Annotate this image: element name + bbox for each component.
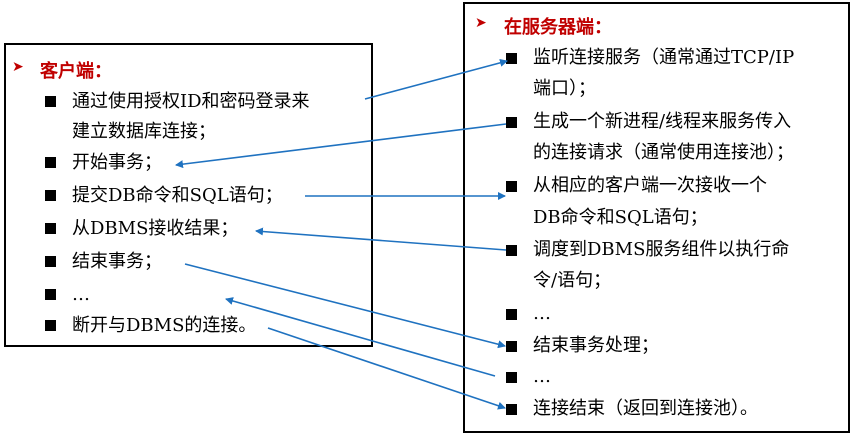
client-item: … [72, 284, 90, 305]
server-item: 的连接请求（通常使用连接池）； [533, 142, 794, 163]
bullet-icon [506, 372, 517, 383]
client-item: 建立数据库连接； [72, 121, 216, 142]
bullet-icon [45, 289, 56, 300]
bullet-icon [506, 117, 517, 128]
bullet-icon [506, 341, 517, 352]
server-item: 连接结束（返回到连接池）。 [533, 398, 758, 419]
bullet-icon [506, 404, 517, 415]
server-item: 结束事务处理； [533, 335, 659, 356]
server-item: DB命令和SQL语句； [533, 207, 708, 228]
arrow-spawn-to-begin [175, 123, 507, 169]
arrow-ellipsis [225, 297, 496, 377]
server-item: … [533, 366, 551, 387]
arrow-bullet-icon: ➤ [475, 15, 487, 31]
client-title: 客户端： [40, 61, 112, 82]
client-item: 结束事务； [72, 251, 162, 272]
arrow-bullet-icon: ➤ [12, 59, 24, 75]
server-item: 监听连接服务（通常通过TCP/IP [533, 47, 795, 68]
arrow-connect-to-listen [364, 58, 508, 100]
server-item: 端口）； [533, 78, 596, 99]
server-box [463, 2, 850, 433]
arrow-disconnect [267, 327, 506, 410]
bullet-icon [45, 223, 56, 234]
client-item: 提交DB命令和SQL语句； [72, 185, 283, 206]
server-item: 令/语句； [533, 270, 612, 291]
bullet-icon [506, 181, 517, 192]
bullet-icon [45, 96, 56, 107]
bullet-icon [45, 256, 56, 267]
server-item: 生成一个新进程/线程来服务传入 [533, 111, 792, 132]
server-item: 从相应的客户端一次接收一个 [533, 175, 767, 196]
arrow-dispatch-to-results [255, 227, 507, 251]
bullet-icon [45, 190, 56, 201]
server-item: 调度到DBMS服务组件以执行命 [533, 239, 790, 260]
server-item: … [533, 303, 551, 324]
client-box [4, 43, 373, 347]
bullet-icon [506, 53, 517, 64]
client-item: 开始事务； [72, 152, 162, 173]
client-item: 断开与DBMS的连接。 [72, 315, 257, 336]
client-item: 通过使用授权ID和密码登录来 [72, 91, 310, 112]
arrow-end-transaction [184, 263, 506, 349]
bullet-icon [45, 320, 56, 331]
bullet-icon [506, 245, 517, 256]
client-item: 从DBMS接收结果； [72, 218, 239, 239]
bullet-icon [45, 157, 56, 168]
bullet-icon [506, 309, 517, 320]
server-title: 在服务器端： [504, 17, 612, 38]
